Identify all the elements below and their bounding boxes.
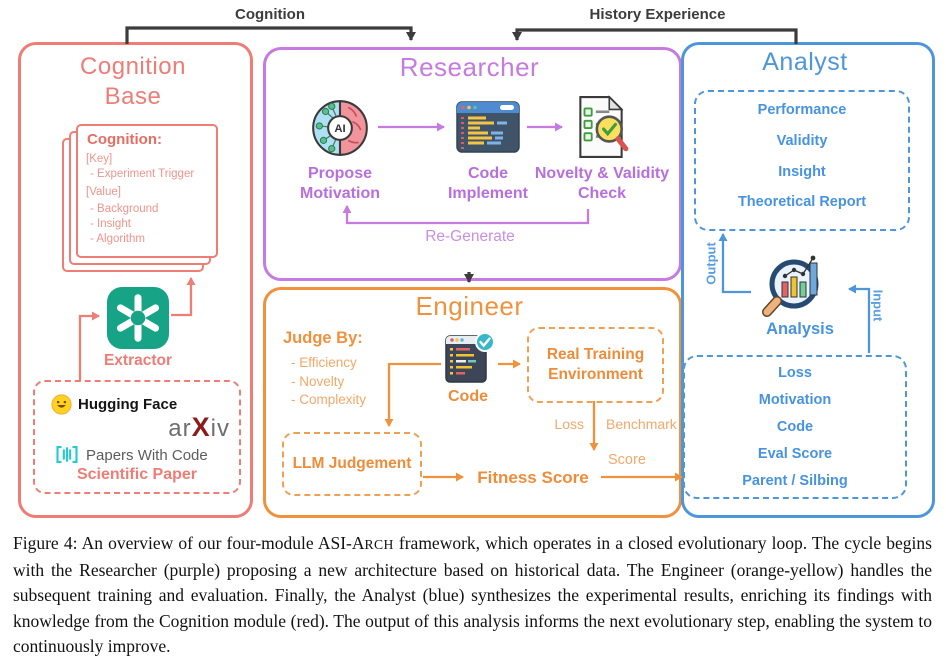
document-check-magnifier-icon xyxy=(579,95,629,158)
judge-by-item: - Efficiency xyxy=(291,355,357,370)
caption-smallcaps: RCH xyxy=(364,537,394,552)
regenerate-label: Re-Generate xyxy=(425,228,515,245)
history-record-box: Loss Motivation Code Eval Score Parent /… xyxy=(683,355,907,499)
report-item: Performance xyxy=(757,102,847,118)
theoretical-report-box: Performance Validity Insight Theoretical… xyxy=(694,90,910,231)
svg-text:AI: AI xyxy=(334,123,345,135)
cognition-card: Cognition: [Key] - Experiment Trigger [V… xyxy=(76,124,218,258)
arxiv-ar: ar xyxy=(168,415,192,442)
extractor-label: Extractor xyxy=(103,352,173,369)
output-label: Output xyxy=(703,242,719,285)
analysis-label: Analysis xyxy=(766,320,834,338)
score-label: Score xyxy=(608,452,646,468)
code-implement-label: Code Implement xyxy=(447,165,528,202)
history-item: Code xyxy=(776,419,814,435)
history-item: Loss xyxy=(778,365,812,381)
researcher-panel xyxy=(263,47,682,281)
cognition-card-key-item: - Experiment Trigger xyxy=(90,168,195,180)
report-item: Insight xyxy=(778,164,826,180)
scientific-paper-label: Scientific Paper xyxy=(76,466,198,483)
input-label: Input xyxy=(870,289,886,322)
code-label: Code xyxy=(448,388,488,405)
magnifier-chart-icon xyxy=(762,255,819,317)
asi-arch-diagram: Cognition History Experience Cognition B… xyxy=(18,6,935,518)
cognition-base-title: Cognition Base xyxy=(33,52,233,112)
engineer-title: Engineer xyxy=(415,291,524,321)
papers-with-code-icon xyxy=(56,446,78,463)
code-file-check-icon xyxy=(445,332,495,383)
loss-label: Loss xyxy=(554,416,584,432)
code-editor-icon xyxy=(456,101,520,153)
arxiv-x: X xyxy=(191,412,211,442)
judge-by-item: - Novelty xyxy=(291,373,345,389)
huggingface-label: Hugging Face xyxy=(78,396,178,413)
history-experience-arrow-label: History Experience xyxy=(589,6,726,23)
cognition-card-value-label: [Value] xyxy=(86,186,121,198)
researcher-title: Researcher xyxy=(399,52,540,82)
cognition-card-value-item: - Insight xyxy=(90,218,131,230)
report-item: Theoretical Report xyxy=(737,194,867,210)
cognition-card-heading: Cognition: xyxy=(87,131,162,148)
judge-by-heading: Judge By: xyxy=(283,329,363,347)
report-item: Validity xyxy=(776,133,828,149)
llm-judgement-label: LLM Judgement xyxy=(292,455,412,472)
benchmark-label: Benchmark xyxy=(606,416,677,432)
cognition-arrow-label: Cognition xyxy=(235,6,305,23)
cognition-base-title-line2: Base xyxy=(104,83,162,110)
llm-judgement-box: LLM Judgement xyxy=(282,432,422,496)
cognition-card-key-label: [Key] xyxy=(86,153,113,165)
cognition-card-value-item: - Algorithm xyxy=(90,233,145,245)
cognition-card-value-item: - Background xyxy=(90,203,159,215)
ai-brain-icon: AI xyxy=(312,100,368,156)
analyst-title: Analyst xyxy=(762,48,848,76)
propose-motivation-label: Propose Motivation xyxy=(300,165,380,202)
history-item: Eval Score xyxy=(757,446,833,462)
history-item: Motivation xyxy=(758,392,832,408)
judge-by-item: - Complexity xyxy=(291,392,367,407)
arxiv-logo: arXiv xyxy=(140,412,230,443)
cognition-base-title-line1: Cognition xyxy=(80,53,186,80)
caption-text: framework, which operates in a closed ev… xyxy=(13,533,932,656)
hugging-face-icon xyxy=(51,394,72,415)
figure-caption: Figure 4: An overview of our four-module… xyxy=(13,531,932,660)
real-training-environment-box: Real Training Environment xyxy=(527,327,664,403)
caption-text: Figure 4: An overview of our four-module… xyxy=(13,533,365,553)
papers-with-code-label: Papers With Code xyxy=(86,447,208,464)
arxiv-iv: iv xyxy=(210,415,230,442)
fitness-score-label: Fitness Score xyxy=(477,468,589,487)
openai-logo-icon xyxy=(107,287,169,349)
novelty-validity-check-label: Novelty & Validity Check xyxy=(534,165,670,202)
history-item: Parent / Silbing xyxy=(742,473,848,489)
real-training-environment-label: Real Training Environment xyxy=(546,346,645,383)
scientific-paper-box: Hugging Face arXiv Papers With Code Scie… xyxy=(33,380,241,494)
judge-by-items: - Efficiency - Novelty - Complexity xyxy=(291,354,366,410)
